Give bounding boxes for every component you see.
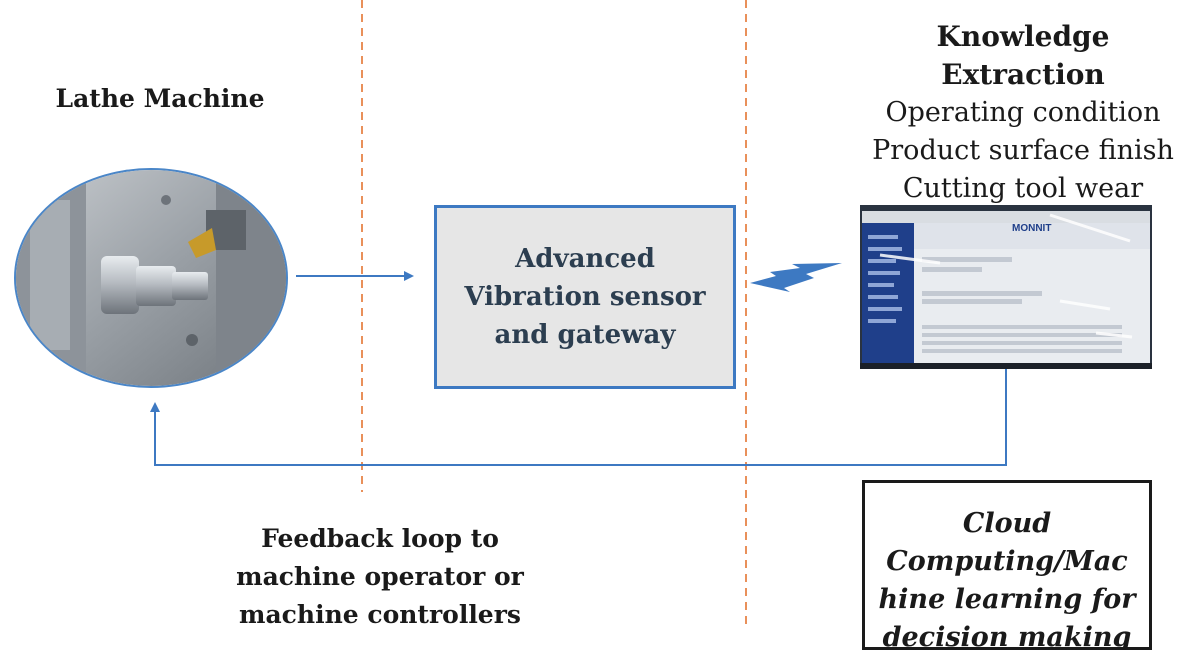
feedback-label-line: Feedback loop to xyxy=(261,524,499,553)
knowledge-item: Cutting tool wear xyxy=(902,173,1144,204)
vibration-sensor-box: Advanced Vibration sensor and gateway xyxy=(434,205,736,389)
sensor-label-line: and gateway xyxy=(494,320,676,350)
feedback-label-line: machine controllers xyxy=(239,600,521,629)
lathe-machine-title: Lathe Machine xyxy=(55,84,265,113)
feedback-loop-line xyxy=(150,368,1007,466)
knowledge-extraction-block: Knowledge Extraction Operating condition… xyxy=(850,18,1196,208)
knowledge-extraction-title: Knowledge Extraction xyxy=(936,20,1110,91)
connectors-layer xyxy=(150,0,1007,628)
cloud-computing-box: Cloud Computing/Mac hine learning for de… xyxy=(862,480,1152,650)
cloud-label-line: Computing/Mac xyxy=(886,546,1128,577)
cloud-label-line: decision making xyxy=(882,622,1132,650)
monnit-brand-text: MONNIT xyxy=(1012,223,1051,234)
knowledge-item: Product surface finish xyxy=(872,135,1174,166)
wireless-signal-icon xyxy=(750,263,842,292)
cloud-label-line: hine learning for xyxy=(878,584,1136,615)
feedback-label-line: machine operator or xyxy=(236,562,524,591)
monitoring-dashboard-photo: MONNIT xyxy=(860,205,1152,369)
knowledge-item: Operating condition xyxy=(885,97,1161,128)
sensor-label-line: Advanced xyxy=(515,244,655,274)
lathe-machine-photo xyxy=(14,168,288,388)
cloud-label-line: Cloud xyxy=(962,508,1052,539)
feedback-loop-label: Feedback loop to machine operator or mac… xyxy=(225,520,535,634)
sensor-label-line: Vibration sensor xyxy=(464,282,706,312)
